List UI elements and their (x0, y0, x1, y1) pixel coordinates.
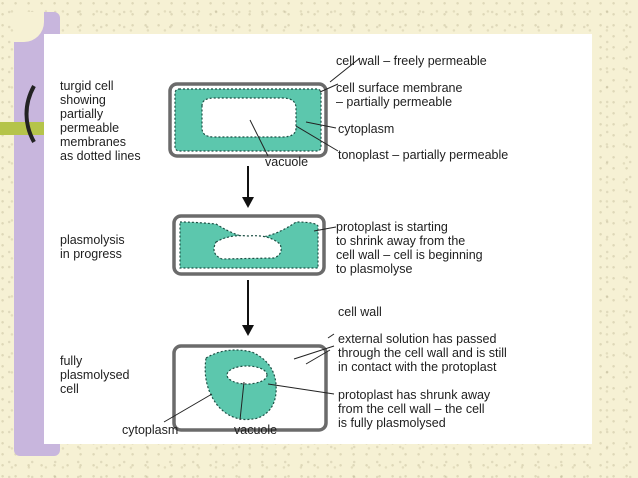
arrow-2-head (242, 325, 254, 336)
plasmolysis-diagram (163, 57, 361, 432)
arrow-1-head (242, 197, 254, 208)
annotation-external-solution: external solution has passed through the… (338, 332, 507, 374)
vacuole-3 (226, 365, 268, 385)
plasmolysing-cell (172, 214, 326, 276)
annotation-cell-wall-freely-permeable: cell wall – freely permeable (336, 54, 487, 68)
annotation-tonoplast: tonoplast – partially permeable (338, 148, 509, 162)
annotation-cell-wall: cell wall (338, 305, 382, 319)
vacuole-1 (201, 97, 297, 138)
annotation-cell-surface-membrane: cell surface membrane – partially permea… (336, 81, 463, 109)
plasmolysed-cell (172, 344, 328, 432)
turgid-cell (168, 82, 328, 158)
annotation-protoplast-shrunk-away: protoplast has shrunk away from the cell… (338, 388, 491, 430)
annotation-cytoplasm: cytoplasm (338, 122, 395, 136)
label-turgid-cell: turgid cell showing partially permeable … (60, 79, 141, 163)
bracket-decoration (24, 85, 36, 143)
vacuole-2 (213, 235, 282, 260)
annotation-vacuole-bottom: vacuole (234, 423, 278, 437)
annotation-protoplast-starting-to-shrink: protoplast is starting to shrink away fr… (336, 220, 483, 276)
leader-lines (163, 57, 361, 423)
annotation-vacuole: vacuole (265, 155, 309, 169)
label-fully-plasmolysed: fully plasmolysed cell (60, 354, 130, 396)
diagram-panel: turgid cell showing partially permeable … (44, 34, 592, 444)
annotation-cytoplasm-bottom: cytoplasm (122, 423, 179, 437)
label-plasmolysis-in-progress: plasmolysis in progress (60, 233, 125, 261)
